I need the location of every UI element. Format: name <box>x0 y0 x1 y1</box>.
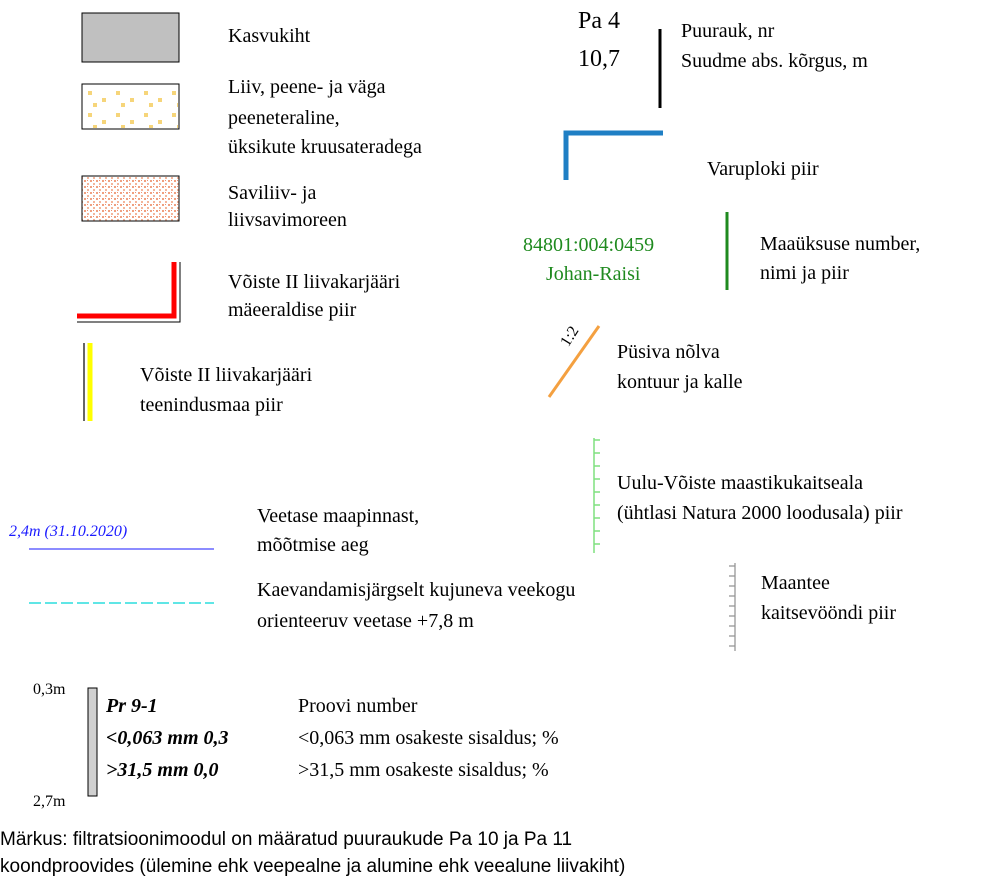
moraine-swatch <box>81 175 180 222</box>
borehole-label-line2: Suudme abs. kõrgus, m <box>681 50 868 72</box>
future-water-label-line2: orienteeruv veetase +7,8 m <box>257 610 474 632</box>
land-unit-label-line1: Maaüksuse number, <box>760 233 921 255</box>
sample-code-number: Pr 9-1 <box>106 695 158 717</box>
sample-column-symbol <box>87 687 98 797</box>
borehole-elevation-sample: 10,7 <box>578 46 620 72</box>
service-land-label-line2: teenindusmaa piir <box>140 394 283 416</box>
sand-label-line2: peeneteraline, <box>228 107 340 129</box>
sample-depth-bottom: 2,7m <box>33 793 66 810</box>
mining-claim-label-line1: Võiste II liivakarjääri <box>228 271 401 293</box>
sand-label-line1: Liiv, peene- ja väga <box>228 76 386 98</box>
water-level-sample: 2,4m (31.10.2020) <box>9 523 128 540</box>
service-land-boundary-symbol <box>83 343 93 421</box>
moraine-label-line1: Saviliiv- ja <box>228 182 317 204</box>
mining-claim-label-line2: mäeeraldise piir <box>228 299 357 321</box>
road-zone-label-line2: kaitsevööndi piir <box>761 602 896 624</box>
nature-reserve-label-line1: Uulu-Võiste maastikukaitseala <box>617 472 864 494</box>
moraine-label-line2: liivsavimoreen <box>228 209 347 231</box>
topsoil-label: Kasvukiht <box>228 25 311 47</box>
sample-desc-number: Proovi number <box>298 695 418 717</box>
water-level-label-line1: Veetase maapinnast, <box>257 505 420 527</box>
slope-label-line2: kontuur ja kalle <box>617 371 743 393</box>
sample-code-fine: <0,063 mm 0,3 <box>106 727 229 749</box>
reserve-block-boundary-symbol <box>563 130 663 180</box>
borehole-number-sample: Pa 4 <box>578 8 620 34</box>
land-unit-label-line2: nimi ja piir <box>760 262 849 284</box>
road-zone-label-line1: Maantee <box>761 572 830 594</box>
borehole-label-line1: Puurauk, nr <box>681 20 775 42</box>
reserve-block-label: Varuploki piir <box>707 158 819 180</box>
sample-desc-coarse: >31,5 mm osakeste sisaldus; % <box>298 759 549 781</box>
sample-code-coarse: >31,5 mm 0,0 <box>106 759 219 781</box>
nature-reserve-boundary-symbol <box>593 438 600 553</box>
mining-claim-boundary-symbol <box>77 262 181 323</box>
sample-desc-fine: <0,063 mm osakeste sisaldus; % <box>298 727 559 749</box>
note-line2: koondproovides (ülemine ehk veepealne ja… <box>0 856 626 877</box>
topsoil-swatch <box>81 12 180 63</box>
land-unit-number-sample: 84801:004:0459 <box>523 234 655 256</box>
note-line1: Märkus: filtratsioonimoodul on määratud … <box>0 829 573 850</box>
nature-reserve-label-line2: (ühtlasi Natura 2000 loodusala) piir <box>617 502 903 524</box>
sample-depth-top: 0,3m <box>33 681 66 698</box>
sand-label-line3: üksikute kruusateradega <box>228 136 422 158</box>
slope-label-line1: Püsiva nõlva <box>617 341 720 363</box>
service-land-label-line1: Võiste II liivakarjääri <box>140 364 313 386</box>
slope-contour-symbol <box>547 325 601 398</box>
road-protection-zone-symbol <box>729 563 736 651</box>
future-water-label-line1: Kaevandamisjärgselt kujuneva veekogu <box>257 579 576 601</box>
land-unit-name-sample: Johan-Raisi <box>546 263 641 285</box>
water-level-label-line2: mõõtmise aeg <box>257 534 369 556</box>
